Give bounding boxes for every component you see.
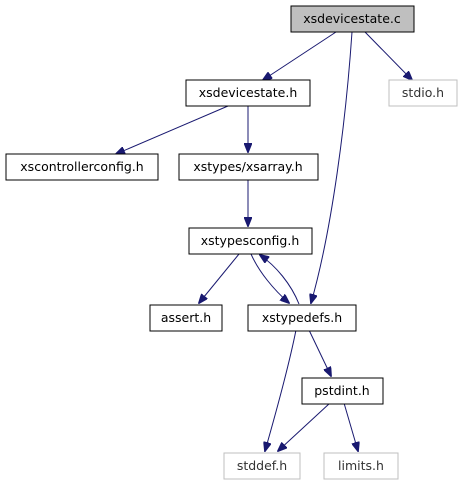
node-xstypesconfig-h[interactable]: xstypesconfig.h [188, 227, 313, 255]
node-pstdint-h[interactable]: pstdint.h [301, 377, 384, 405]
node-label: pstdint.h [314, 383, 369, 398]
edge-xstypedefs-h-to-stddef-h [265, 329, 297, 451]
edge-pstdint-h-to-stddef-h [278, 402, 331, 451]
node-stdio-h[interactable]: stdio.h [388, 79, 458, 107]
node-label: stddef.h [237, 458, 287, 473]
edge-xsdevicestate-h-to-xscontrollerconfig-h [116, 105, 229, 154]
node-stddef-h[interactable]: stddef.h [223, 452, 301, 480]
node-label: xstypes/xsarray.h [193, 159, 302, 174]
node-label: xstypesconfig.h [201, 233, 300, 248]
node-label: xsdevicestate.c [303, 11, 401, 26]
edge-xstypedefs-h-to-pstdint-h [308, 329, 331, 376]
edge-xstypesconfig-h-to-assert-h [199, 253, 240, 303]
node-xstypes-xsarray-h[interactable]: xstypes/xsarray.h [178, 153, 319, 181]
node-xsdevicestate-c[interactable]: xsdevicestate.c [290, 5, 415, 33]
node-limits-h[interactable]: limits.h [323, 452, 399, 480]
edge-xsdevicestate-c-to-xsdevicestate-h [263, 31, 337, 80]
edge-xstypedefs-h-to-xstypesconfig-h [260, 255, 300, 305]
edge-xstypesconfig-h-to-xstypedefs-h [250, 253, 289, 303]
node-xscontrollerconfig-h[interactable]: xscontrollerconfig.h [5, 153, 159, 181]
node-label: limits.h [338, 458, 384, 473]
node-assert-h[interactable]: assert.h [149, 304, 223, 332]
node-label: xscontrollerconfig.h [20, 159, 143, 174]
node-xstypedefs-h[interactable]: xstypedefs.h [247, 304, 357, 332]
node-label: stdio.h [402, 85, 444, 100]
edge-pstdint-h-to-limits-h [343, 402, 358, 451]
edge-xsdevicestate-c-to-xstypedefs-h [311, 31, 353, 303]
node-label: assert.h [161, 310, 211, 325]
node-label: xstypedefs.h [262, 310, 342, 325]
node-label: xsdevicestate.h [199, 85, 298, 100]
edges [116, 31, 412, 451]
node-xsdevicestate-h[interactable]: xsdevicestate.h [185, 79, 311, 107]
edge-xsdevicestate-c-to-stdio-h [364, 31, 412, 80]
